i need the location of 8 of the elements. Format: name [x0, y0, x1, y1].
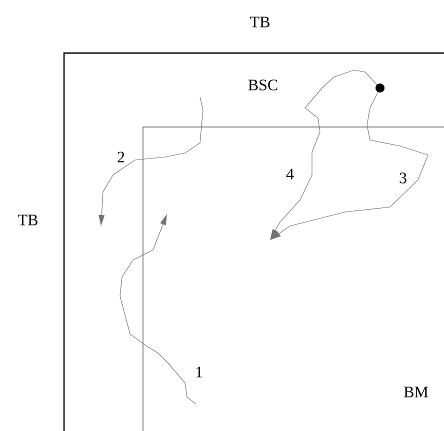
path-number: 1 [196, 366, 202, 378]
region-label: BSC [248, 80, 278, 90]
path-number: 4 [286, 168, 294, 180]
region-label: TB [18, 214, 38, 226]
path-number: 2 [118, 152, 124, 162]
path-number: 3 [400, 172, 406, 184]
region-label: BM [404, 386, 428, 398]
region-label: TB [250, 16, 270, 28]
